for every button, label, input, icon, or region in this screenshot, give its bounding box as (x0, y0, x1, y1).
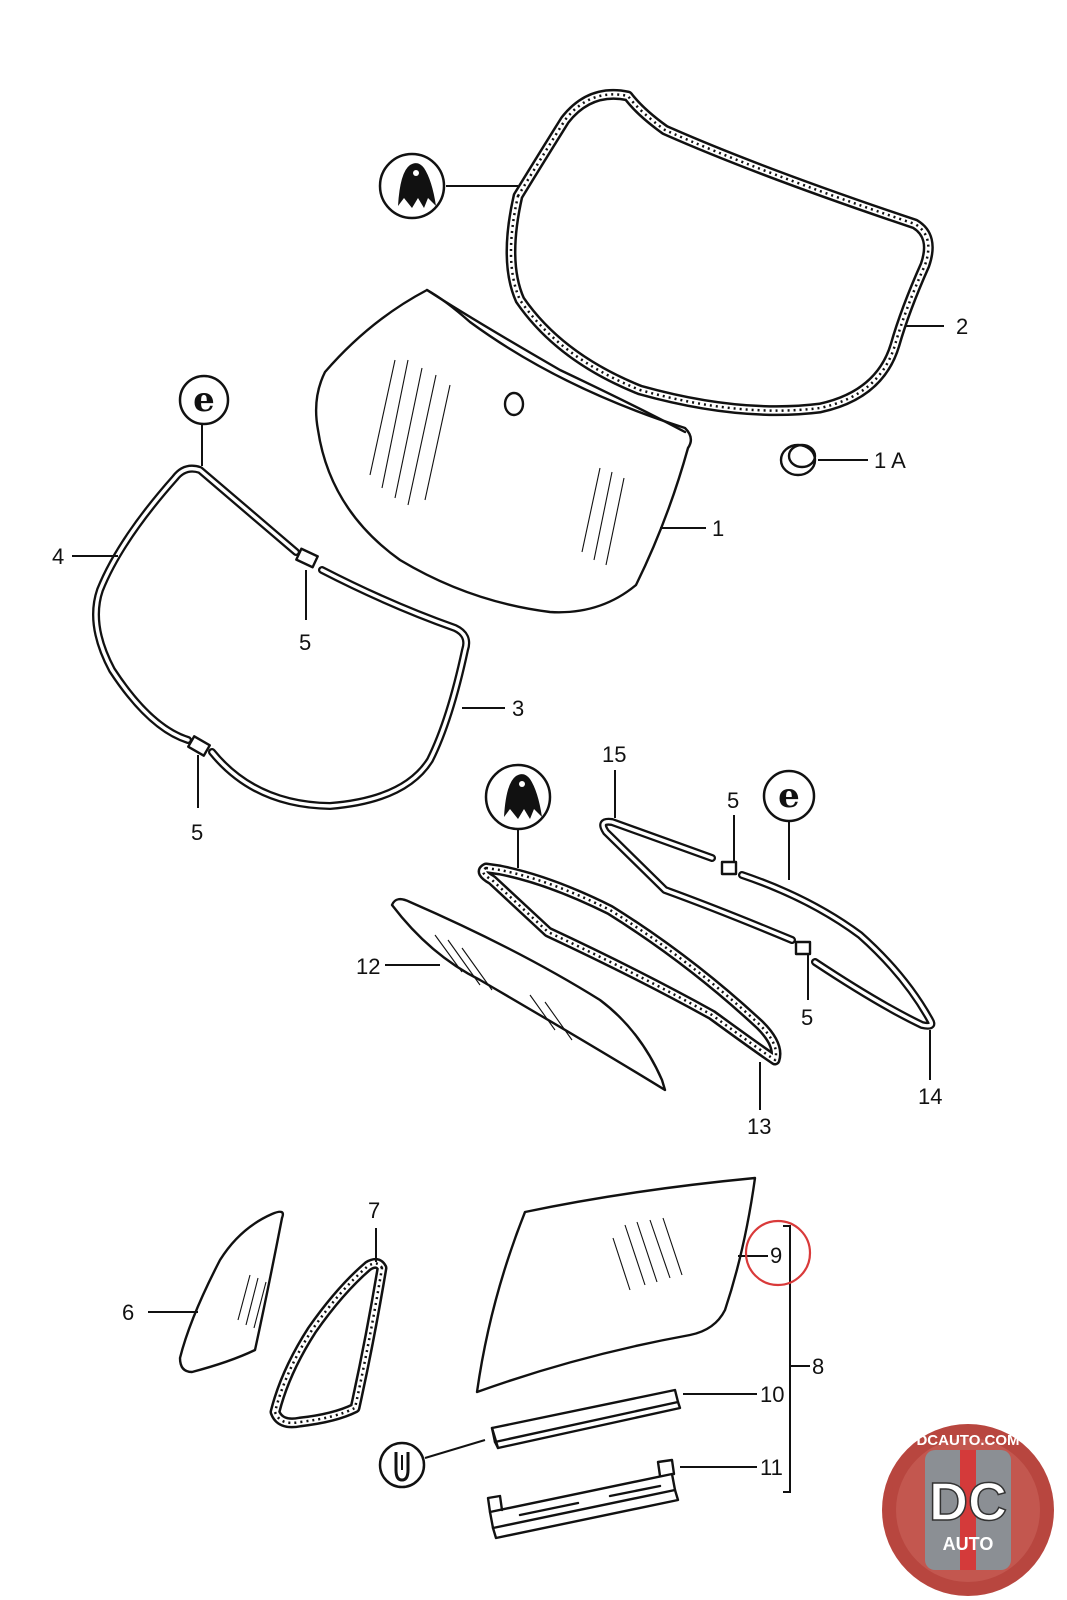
callout-1: 1 (712, 516, 724, 541)
part-9-door-glass (475, 1176, 757, 1394)
callout-8: 8 (812, 1354, 824, 1379)
part-1-windshield-glass (314, 288, 693, 614)
group-8-bracket (783, 1225, 791, 1493)
callout-1a: 1 A (874, 448, 906, 473)
callout-6: 6 (122, 1300, 134, 1325)
watermark-bottom-text: AUTO (943, 1534, 994, 1554)
part-1a-plug (779, 443, 817, 477)
part-10-glass-channel (490, 1388, 682, 1450)
watermark-big-text: DC (929, 1472, 1007, 1532)
callout-7: 7 (368, 1198, 380, 1223)
callout-10: 10 (760, 1382, 784, 1407)
e-clip-icon: e (178, 374, 230, 426)
callout-5c: 5 (727, 788, 739, 813)
part-13-rear-seal (477, 862, 782, 1066)
callout-14: 14 (918, 1084, 942, 1109)
part-7-quarter-seal (269, 1257, 388, 1429)
watermark-top-text: DCAUTO.COM (916, 1432, 1019, 1449)
part-6-quarter-glass (178, 1210, 285, 1374)
callout-15: 15 (602, 742, 626, 767)
callout-5d: 5 (801, 1005, 813, 1030)
sealant-tube-icon (484, 763, 552, 831)
callout-4: 4 (52, 544, 64, 569)
svg-text:e: e (193, 380, 215, 420)
dcauto-watermark-logo: DCAUTO.COM DC AUTO (882, 1424, 1054, 1596)
callout-5a: 5 (299, 630, 311, 655)
thread-lock-icon (378, 1441, 426, 1489)
callout-5b: 5 (191, 820, 203, 845)
sealant-tube-icon (378, 152, 446, 220)
mirror-mount-hole (503, 391, 525, 417)
callout-13: 13 (747, 1114, 771, 1139)
callout-12: 12 (356, 954, 380, 979)
part-3-4-trim-frame (92, 464, 471, 810)
callout-11: 11 (760, 1455, 783, 1480)
part-12-rear-glass (390, 897, 667, 1092)
svg-text:e: e (778, 776, 800, 816)
part-11-lifter-rail (486, 1458, 680, 1540)
part-2-windshield-seal (505, 88, 934, 417)
part-14-15-rear-trim (599, 817, 936, 1030)
highlight-circle-part-9 (744, 1219, 812, 1287)
leader-thread-lock (424, 1439, 486, 1459)
callout-3: 3 (512, 696, 524, 721)
callout-2: 2 (956, 314, 968, 339)
e-clip-icon: e (762, 769, 816, 823)
callout-9: 9 (770, 1243, 782, 1268)
